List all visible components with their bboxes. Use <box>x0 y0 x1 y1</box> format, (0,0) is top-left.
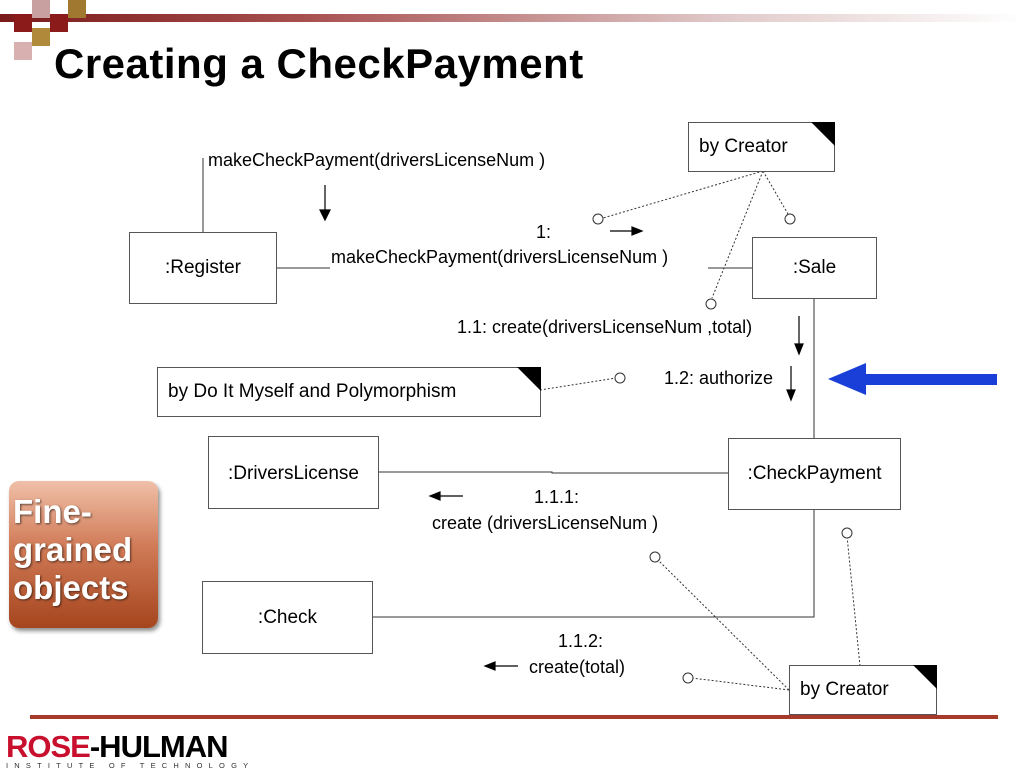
header-square-decoration <box>68 0 86 18</box>
note-anchor-circle <box>592 213 604 225</box>
highlight-arrow <box>828 363 997 395</box>
note-anchor-line <box>539 377 617 391</box>
note-anchor-line <box>762 170 789 215</box>
note-anchor-circle <box>682 672 694 684</box>
fine-grained-callout: Fine- grained objects <box>9 481 158 628</box>
object-sale: :Sale <box>752 237 877 299</box>
message-1-1-1-number: 1.1.1: <box>534 487 580 507</box>
note-fold-icon <box>913 665 937 689</box>
message-1-2-label: 1.2: authorize <box>664 368 774 388</box>
header-square-decoration <box>14 42 32 60</box>
rose-hulman-logo: ROSE-HULMAN INSTITUTE OF TECHNOLOGY <box>6 731 254 770</box>
object-check: :Check <box>202 581 373 654</box>
header-square-decoration <box>32 0 50 18</box>
note-text: by Do It Myself and Polymorphism <box>168 381 457 402</box>
slide-title: Creating a CheckPayment <box>54 40 584 87</box>
message-1-1-label: 1.1: create(driversLicenseNum ,total) <box>457 317 753 337</box>
message-1-1-2-label: create(total) <box>529 657 626 677</box>
note-anchor-line <box>691 677 790 691</box>
logo-subtitle: INSTITUTE OF TECHNOLOGY <box>6 761 255 770</box>
callout-line: Fine- <box>13 493 92 530</box>
note-anchor-line <box>711 170 764 299</box>
note-anchor-circle <box>841 527 853 539</box>
object-register: :Register <box>129 232 277 304</box>
note-anchor-line <box>602 170 764 219</box>
checkpayment-driverslicense-link <box>378 471 728 474</box>
note-anchor-circle <box>614 372 626 384</box>
logo-name-part2: -HULMAN <box>89 729 229 764</box>
note-fold-icon <box>811 122 835 146</box>
note-anchor-circle <box>705 298 717 310</box>
message-1-number: 1: <box>536 222 552 242</box>
note-by-do-it-myself: by Do It Myself and Polymorphism <box>157 367 541 417</box>
callout-line: grained <box>13 531 133 568</box>
logo-name-part1: ROSE <box>6 729 91 764</box>
note-anchor-circle <box>784 213 796 225</box>
message-1-1-2-number: 1.1.2: <box>558 631 604 651</box>
external-message-label: makeCheckPayment(driversLicenseNum ) <box>208 150 546 170</box>
object-check-payment: :CheckPayment <box>728 438 901 510</box>
header-square-decoration <box>32 28 50 46</box>
message-1-label: makeCheckPayment(driversLicenseNum ) <box>331 247 669 267</box>
callout-line: objects <box>13 569 129 606</box>
note-by-creator-top: by Creator <box>688 122 835 172</box>
note-anchor-line <box>846 535 861 667</box>
object-drivers-license: :DriversLicense <box>208 436 379 509</box>
note-anchor-line <box>657 559 790 691</box>
header-square-decoration <box>50 14 68 32</box>
note-text: by Creator <box>699 136 788 157</box>
checkpayment-check-link <box>372 509 815 618</box>
note-by-creator-bottom: by Creator <box>789 665 937 715</box>
header-gradient-bar <box>0 14 1024 22</box>
footer-rule <box>30 715 998 719</box>
note-fold-icon <box>517 367 541 391</box>
message-1-1-1-label: create (driversLicenseNum ) <box>432 513 659 533</box>
note-anchor-circle <box>649 551 661 563</box>
note-text: by Creator <box>800 679 889 700</box>
header-square-decoration <box>14 14 32 32</box>
